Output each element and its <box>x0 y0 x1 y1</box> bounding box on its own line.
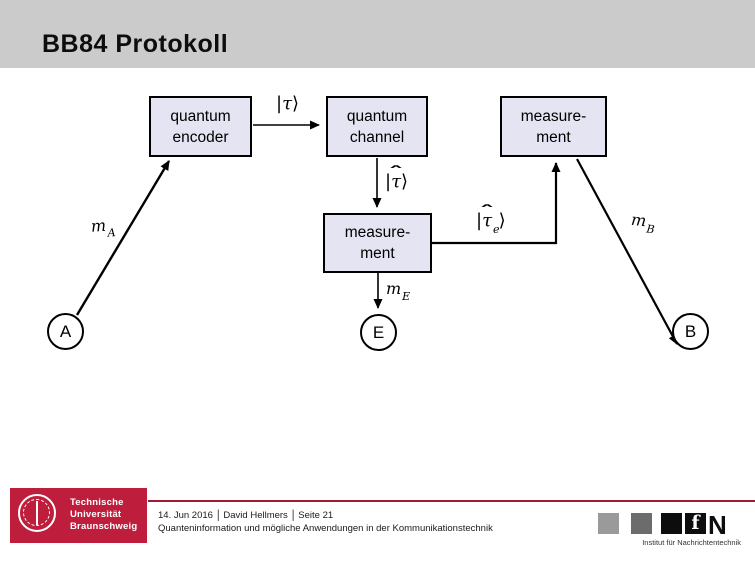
box-quantum-encoder: quantum encoder <box>149 96 252 157</box>
ifn-caption: Institut für Nachrichtentechnik <box>642 538 741 547</box>
box-label: ment <box>536 128 571 146</box>
node-label: A <box>59 321 72 341</box>
page-title: BB84 Protokoll <box>42 30 229 58</box>
label-ket-tau: |τ⟩ <box>276 93 299 114</box>
footer-text: 14. Jun 2016|David Hellmers|Seite 21 Qua… <box>158 508 493 535</box>
ifn-square-mid-icon <box>631 513 652 534</box>
tu-seal-icon <box>18 494 56 532</box>
node-alice: A <box>47 313 84 350</box>
label-m-eve: mE <box>386 279 411 304</box>
box-measurement-eve: measure- ment <box>323 213 432 273</box>
box-label: encoder <box>172 128 229 146</box>
footer-page-number: Seite 21 <box>298 510 334 521</box>
arrow-eve-to-bob-measurement <box>432 162 561 245</box>
node-label: B <box>684 321 697 341</box>
ifn-square-light-icon <box>598 513 619 534</box>
label-m-alice: mA <box>90 215 117 240</box>
box-label: quantum <box>346 107 408 125</box>
ifn-logo: f N Institut für Nachrichtentechnik <box>598 510 742 549</box>
ket-bar: | <box>276 93 283 114</box>
ket-symbol: τ <box>282 93 293 114</box>
ket-bar: | <box>385 171 392 192</box>
box-quantum-channel: quantum channel <box>326 96 428 157</box>
footer-date: 14. Jun 2016 <box>158 510 213 521</box>
ket-bracket: ⟩ <box>292 93 300 114</box>
node-eve: E <box>360 314 397 351</box>
box-label: ment <box>360 245 395 262</box>
ket-symbol: τ <box>391 171 402 192</box>
node-bob: B <box>672 313 709 350</box>
ifn-f-glyph: f <box>685 513 706 534</box>
box-label: channel <box>349 128 405 146</box>
box-label: quantum <box>170 107 231 125</box>
footer-subtitle: Quanteninformation und mögliche Anwendun… <box>158 523 493 534</box>
arrow-bob-measurement-to-b <box>576 158 678 345</box>
footer-meta: 14. Jun 2016|David Hellmers|Seite 21 <box>158 508 493 523</box>
ket-subscript: e <box>493 222 500 236</box>
ket-bar: | <box>476 210 483 231</box>
tu-wordmark: Technische Universität Braunschweig <box>70 497 138 532</box>
node-label: E <box>372 322 385 342</box>
hat-accent: ˆ <box>479 202 495 220</box>
tu-braunschweig-logo: Technische Universität Braunschweig <box>10 488 147 543</box>
label-m-bob: mB <box>630 209 656 237</box>
footer-divider <box>148 500 755 502</box>
slide-header: BB84 Protokoll <box>0 0 755 68</box>
footer-separator: | <box>216 508 220 523</box>
arrow-alice-to-encoder <box>75 160 171 316</box>
ifn-square-dark-icon <box>661 513 682 534</box>
box-label: measure- <box>520 107 587 125</box>
box-measurement-bob: measure- ment <box>500 96 607 157</box>
hat-accent: ˆ <box>388 163 404 181</box>
footer-author: David Hellmers <box>223 510 288 521</box>
box-label: measure- <box>344 224 411 241</box>
ket-symbol: τ <box>482 210 493 231</box>
ket-bracket: ⟩ <box>401 171 409 192</box>
ifn-n-glyph: N <box>708 510 727 540</box>
footer-separator: | <box>291 508 295 523</box>
ket-bracket: ⟩ <box>498 210 506 231</box>
